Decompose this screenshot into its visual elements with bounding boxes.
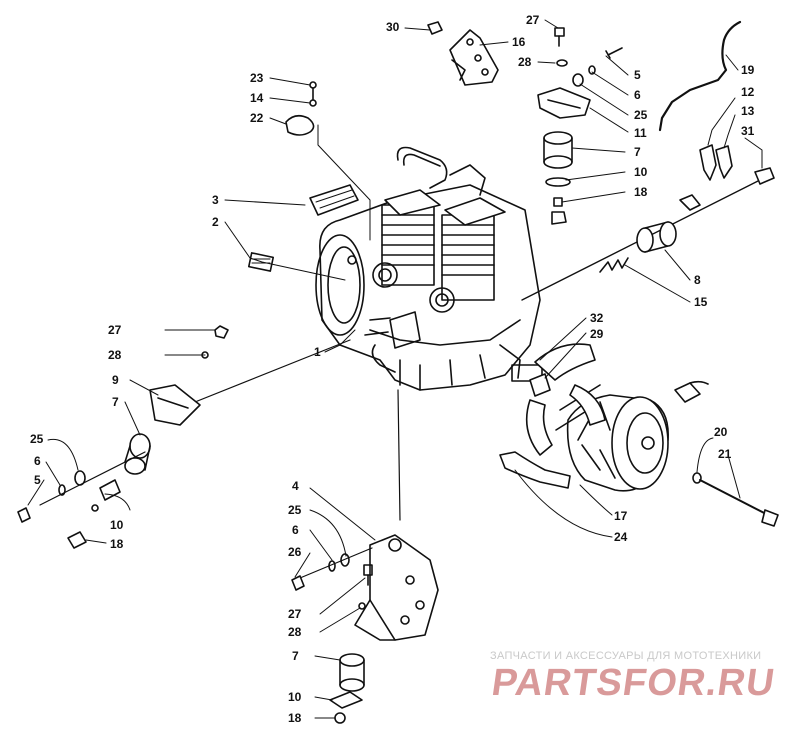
callout-23: 23 (250, 71, 264, 85)
part-9-plate (149, 384, 201, 426)
callout-28-lower: 28 (288, 625, 302, 639)
callout-26: 26 (288, 545, 302, 559)
callout-25: 25 (634, 108, 648, 122)
part-6-washer-b (58, 484, 66, 496)
callout-32: 32 (590, 311, 604, 325)
part-27-bolt-a (554, 27, 565, 37)
callout-14: 14 (250, 91, 264, 105)
part-4-bracket (369, 534, 439, 641)
callout-30: 30 (386, 20, 400, 34)
callout-20: 20 (714, 425, 728, 439)
part-26-bolt (291, 575, 305, 591)
part-30-nut (427, 21, 443, 35)
callout-19: 19 (741, 63, 755, 77)
part-22 (285, 114, 315, 136)
part-16-mount (449, 29, 499, 86)
callout-16: 16 (512, 35, 526, 49)
part-18-nut-b (67, 531, 87, 549)
callout-7-left: 7 (112, 395, 119, 409)
part-14 (309, 99, 317, 107)
part-10-washer-c (329, 691, 363, 709)
callout-28: 28 (518, 55, 532, 69)
part-8-sleeve (636, 221, 677, 253)
callout-4: 4 (292, 479, 299, 493)
callout-10-left: 10 (110, 518, 124, 532)
callout-6: 6 (634, 88, 641, 102)
callout-18: 18 (634, 185, 648, 199)
callout-15: 15 (694, 295, 708, 309)
callout-27-left: 27 (108, 323, 122, 337)
callout-12: 12 (741, 85, 755, 99)
part-12-fork (699, 144, 717, 181)
callout-25-lower: 25 (288, 503, 302, 517)
callout-5: 5 (634, 68, 641, 82)
callout-3: 3 (212, 193, 219, 207)
callout-18-left: 18 (110, 537, 124, 551)
part-29-blades (525, 343, 606, 456)
callout-2: 2 (212, 215, 219, 229)
part-24-belt (499, 451, 571, 489)
callout-7-lower: 7 (292, 649, 299, 663)
callout-10-lower: 10 (288, 690, 302, 704)
callout-17: 17 (614, 509, 628, 523)
callout-1: 1 (314, 345, 321, 359)
part-23 (309, 81, 317, 89)
callout-31: 31 (741, 124, 755, 138)
callout-27-lower: 27 (288, 607, 302, 621)
leader-lines (27, 19, 763, 719)
callout-22: 22 (250, 111, 264, 125)
part-20-washer (692, 472, 702, 484)
callout-6-lower: 6 (292, 523, 299, 537)
part-13-fork (715, 145, 733, 179)
callout-29: 29 (590, 327, 604, 341)
part-10-washer-a (545, 177, 571, 187)
callout-27: 27 (526, 13, 540, 27)
callout-25-left: 25 (30, 432, 44, 446)
watermark-logo: PARTSFOR.RU (489, 662, 778, 704)
part-11-bracket (537, 87, 591, 119)
part-28-washer-a (556, 59, 568, 67)
callout-7: 7 (634, 145, 641, 159)
part-10-washer-b (99, 479, 121, 501)
callout-9: 9 (112, 373, 119, 387)
callout-21: 21 (718, 447, 732, 461)
part-5-bolt-a (605, 47, 623, 59)
part-17-clutch (555, 384, 669, 492)
engine-assembly (315, 146, 543, 391)
watermark-tagline: ЗАПЧАСТИ И АКСЕССУАРЫ ДЛЯ МОТОТЕХНИКИ (490, 650, 762, 662)
callout-13: 13 (741, 104, 755, 118)
callout-5-left: 5 (34, 473, 41, 487)
part-19-cable (658, 20, 742, 132)
callout-8: 8 (694, 273, 701, 287)
part-18-nut-c (334, 712, 346, 724)
part-5-bolt-b (17, 507, 31, 523)
part-7-mount-b (124, 433, 151, 475)
part-7-mount-c (339, 653, 365, 692)
part-15-spring (599, 257, 629, 273)
part-32-bushing (529, 373, 551, 397)
callout-10: 10 (634, 165, 648, 179)
callout-6-left: 6 (34, 454, 41, 468)
callout-24: 24 (614, 530, 628, 544)
callout-28-left: 28 (108, 348, 122, 362)
part-21-bolt (699, 479, 769, 516)
callout-11: 11 (634, 126, 647, 140)
callout-18-lower: 18 (288, 711, 302, 725)
decal-3 (309, 184, 359, 216)
part-7-mount-a (543, 131, 573, 169)
callout-labels: 30 16 27 28 5 6 25 11 7 10 18 19 12 13 3… (30, 13, 755, 725)
part-25-washer-b (74, 470, 86, 486)
